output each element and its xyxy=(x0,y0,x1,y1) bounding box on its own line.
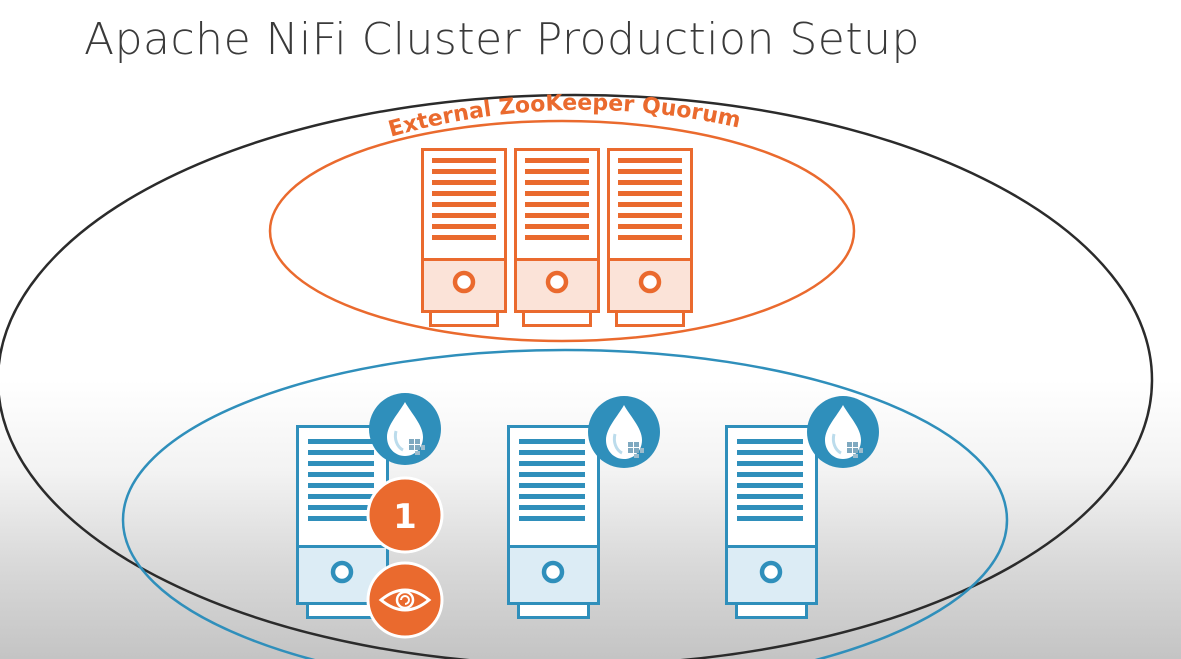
zookeeper-quorum-boundary xyxy=(268,119,856,343)
nifi-node-3-server xyxy=(727,427,817,618)
nifi-drop-icon xyxy=(367,391,443,467)
cluster-boundary xyxy=(0,93,1154,659)
zookeeper-server-1 xyxy=(423,150,506,326)
primary-node-number: 1 xyxy=(393,497,417,537)
zookeeper-label: External ZooKeeper Quorum xyxy=(386,91,743,143)
nifi-drop-icon xyxy=(805,394,881,470)
zookeeper-server-2 xyxy=(516,150,599,326)
eye-icon xyxy=(366,561,444,639)
zookeeper-server-3 xyxy=(609,150,692,326)
primary-node-badge: 1 xyxy=(366,476,444,554)
page-title: Apache NiFi Cluster Production Setup xyxy=(84,14,920,65)
nifi-node-2-server xyxy=(509,427,599,618)
nifi-drop-icon xyxy=(586,394,662,470)
nifi-cluster-boundary xyxy=(121,348,1009,659)
